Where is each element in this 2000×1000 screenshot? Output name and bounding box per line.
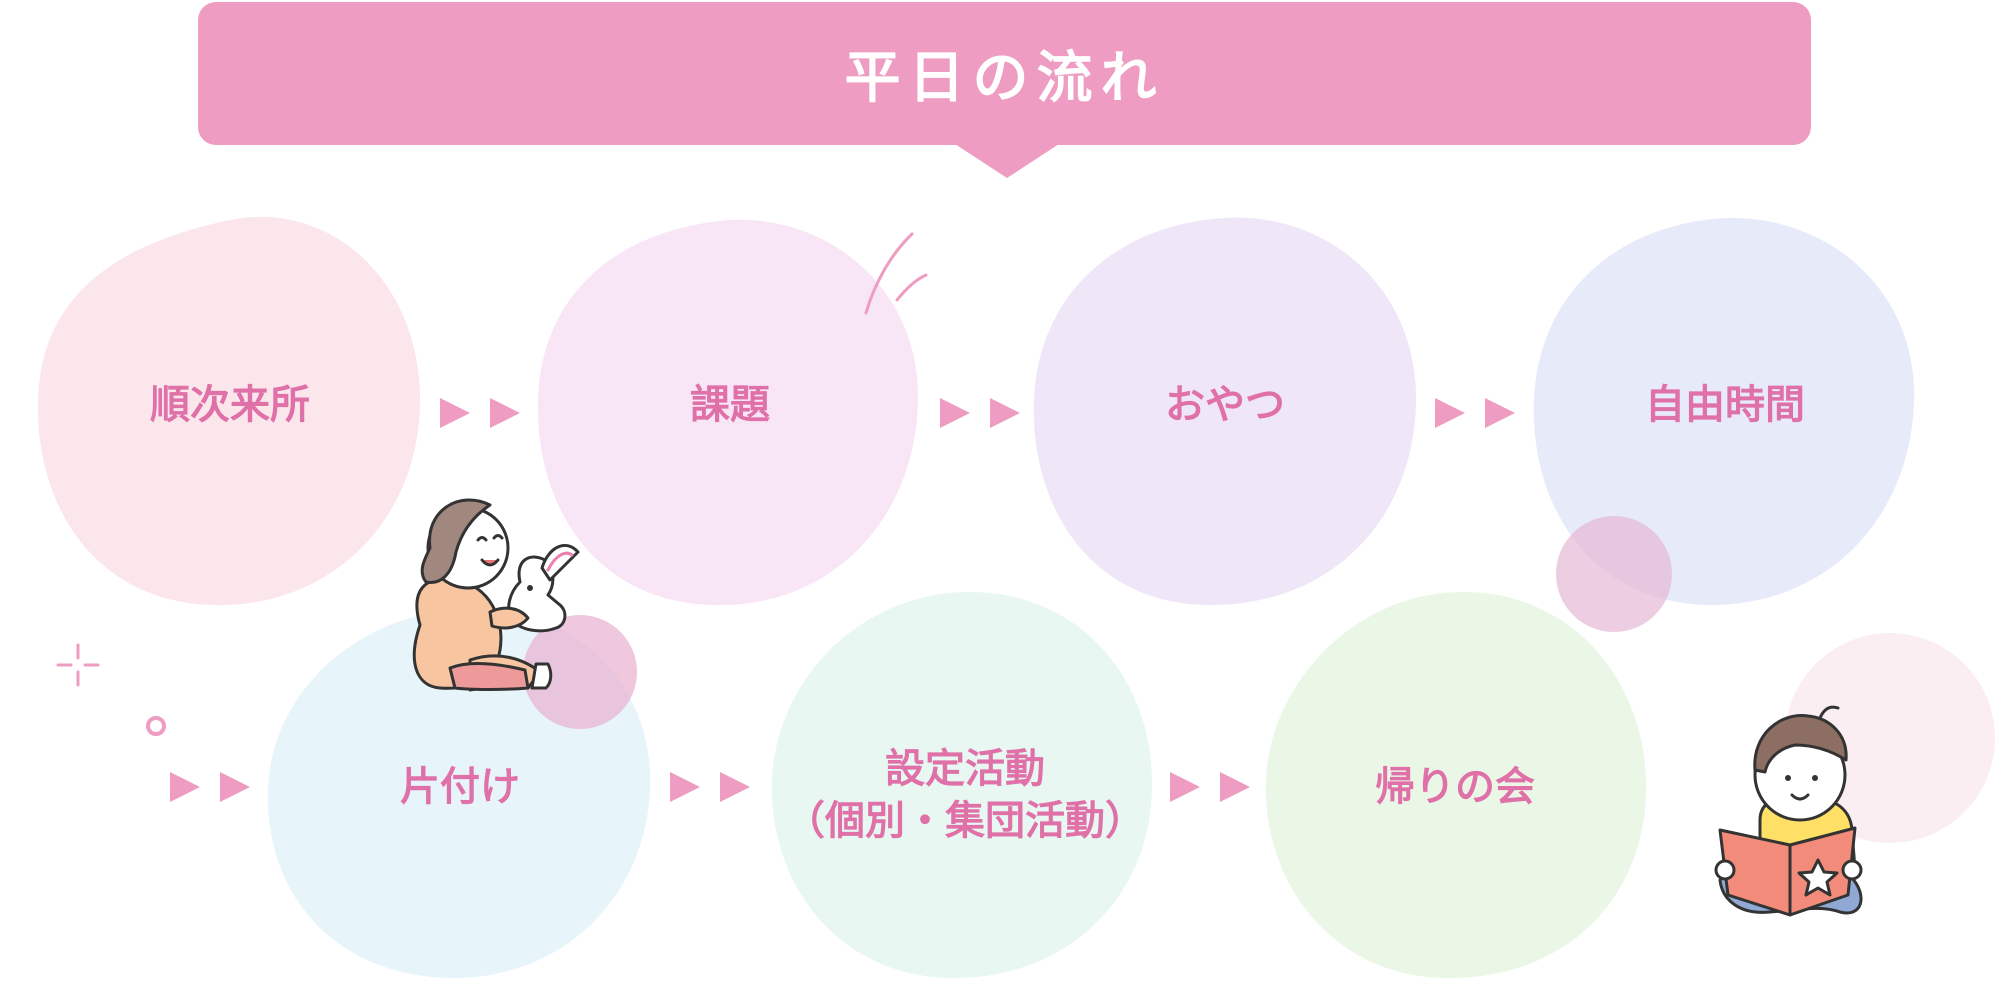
flow-arrow <box>1220 772 1250 802</box>
flow-arrow <box>490 398 520 428</box>
boy-reading-book-illustration <box>1714 705 1863 917</box>
girl-with-rabbit-illustration <box>412 498 580 692</box>
step-text: 帰りの会 <box>1375 764 1535 810</box>
step-text: 設定活動 <box>885 746 1045 792</box>
sparkle-icon <box>56 643 100 687</box>
flow-arrow <box>440 398 470 428</box>
step-label-cleanup: 片付け <box>270 752 650 822</box>
step-label-closing: 帰りの会 <box>1265 752 1645 822</box>
flow-arrow <box>940 398 970 428</box>
flow-arrow <box>1170 772 1200 802</box>
step-subtext: （個別・集団活動） <box>785 798 1145 844</box>
step-label-task: 課題 <box>540 370 920 440</box>
flow-arrow <box>1435 398 1465 428</box>
deco-ring <box>146 716 166 736</box>
step-text: 課題 <box>690 382 770 428</box>
banner-pointer <box>955 144 1059 178</box>
flow-arrow <box>670 772 700 802</box>
step-text: 順次来所 <box>150 382 310 428</box>
flow-arrow <box>170 772 200 802</box>
deco-circle-pink-1 <box>523 615 637 729</box>
deco-circle-pink-2 <box>1556 516 1672 632</box>
step-label-free-time: 自由時間 <box>1535 370 1915 440</box>
step-label-snack: おやつ <box>1035 370 1415 440</box>
step-text: 片付け <box>400 764 520 810</box>
header-banner: 平日の流れ <box>198 2 1811 145</box>
accent-strokes <box>864 232 928 315</box>
page-title: 平日の流れ <box>844 46 1165 111</box>
step-label-activity: 設定活動 （個別・集団活動） <box>770 740 1160 850</box>
step-text: おやつ <box>1165 382 1285 428</box>
flow-arrow <box>990 398 1020 428</box>
deco-circle-light <box>1785 633 1995 843</box>
flow-arrow <box>720 772 750 802</box>
flow-arrow <box>220 772 250 802</box>
flow-arrow <box>1485 398 1515 428</box>
step-label-arrival: 順次来所 <box>40 370 420 440</box>
step-text: 自由時間 <box>1645 382 1805 428</box>
